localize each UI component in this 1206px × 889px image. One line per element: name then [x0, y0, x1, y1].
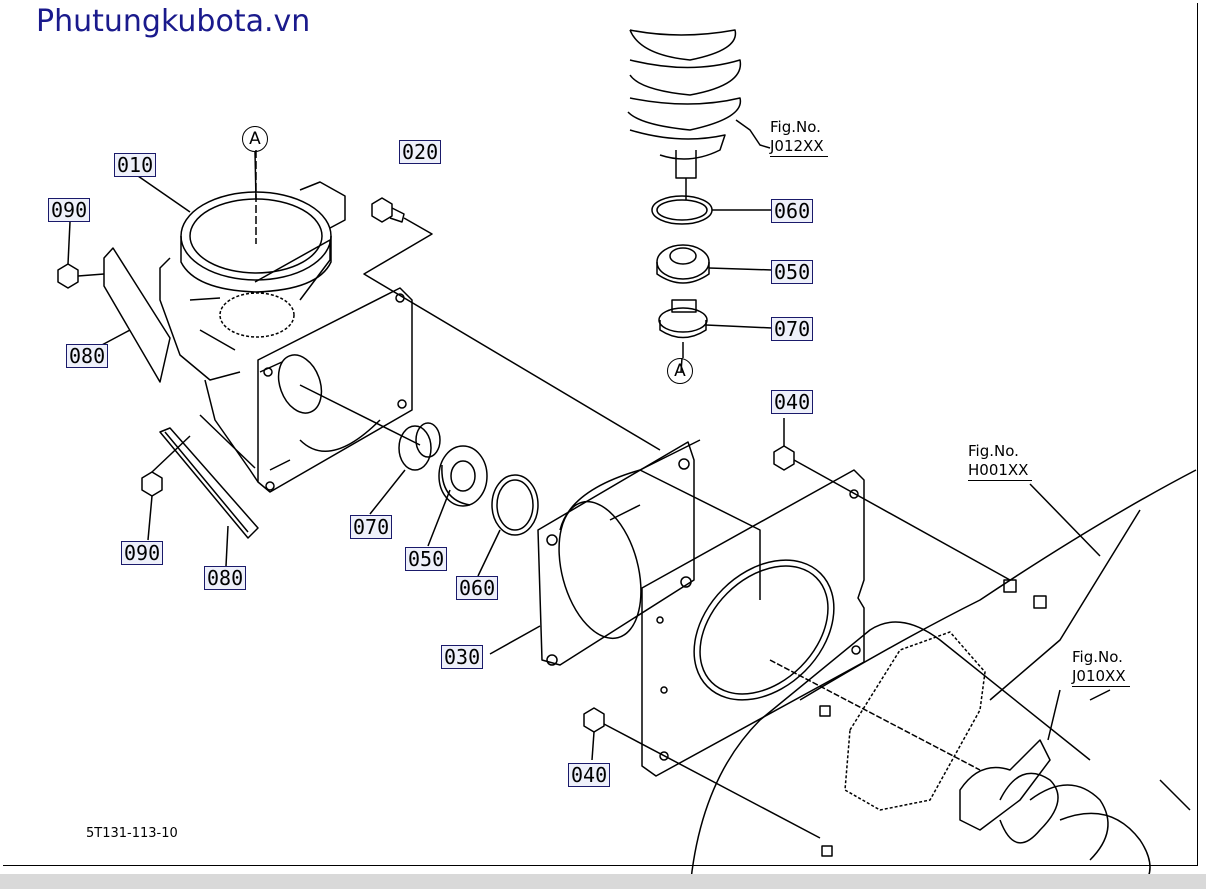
- fig-ref-code: H001XX: [968, 461, 1033, 481]
- intermediate-case: [537, 439, 865, 777]
- part-label-050-left[interactable]: 050: [405, 547, 448, 571]
- snap-ring-left: [491, 474, 539, 536]
- part-label-020[interactable]: 020: [399, 140, 442, 164]
- bottom-bar: [0, 874, 1206, 889]
- part-label-010[interactable]: 010: [114, 153, 157, 177]
- reference-marker-a-top: A: [242, 126, 268, 152]
- part-label-040-upper[interactable]: 040: [771, 390, 814, 414]
- taper-bearing-right: [658, 299, 773, 358]
- part-label-060-left[interactable]: 060: [456, 576, 499, 600]
- part-label-070-left[interactable]: 070: [350, 515, 393, 539]
- ball-bearing-left: [438, 445, 488, 507]
- diagram-code: 5T131-113-10: [86, 826, 178, 841]
- part-label-090-upper[interactable]: 090: [48, 198, 91, 222]
- fig-ref-code: J012XX: [770, 137, 828, 157]
- part-label-080-upper[interactable]: 080: [66, 344, 109, 368]
- bolt-020: [363, 197, 661, 451]
- snap-ring-right: [651, 195, 772, 225]
- gasket-plates: [103, 247, 259, 539]
- fig-ref-code: J010XX: [1072, 667, 1130, 687]
- fig-ref-title: Fig.No.: [770, 118, 821, 136]
- fig-ref-h001[interactable]: Fig.No. H001XX: [968, 442, 1033, 481]
- diagram-frame: [3, 3, 1198, 866]
- part-label-060-right[interactable]: 060: [771, 199, 814, 223]
- part-label-090-lower[interactable]: 090: [121, 541, 164, 565]
- part-label-080-lower[interactable]: 080: [204, 566, 247, 590]
- fig-ref-title: Fig.No.: [968, 442, 1019, 460]
- fig-ref-j010[interactable]: Fig.No. J010XX: [1072, 648, 1130, 687]
- ball-bearing-right: [656, 244, 773, 284]
- taper-bearing-left: [299, 384, 441, 471]
- bolts-090: [57, 263, 191, 497]
- callout-lines: [67, 151, 1111, 761]
- part-label-070-right[interactable]: 070: [771, 317, 814, 341]
- bolts-040: [583, 418, 1047, 857]
- part-label-040-lower[interactable]: 040: [568, 763, 611, 787]
- auger-shaft-top: [627, 29, 771, 200]
- site-title[interactable]: Phutungkubota.vn: [36, 4, 311, 39]
- auger-lower-right: [689, 469, 1197, 889]
- fig-ref-title: Fig.No.: [1072, 648, 1123, 666]
- reference-marker-a-bottom: A: [667, 358, 693, 384]
- part-label-050-right[interactable]: 050: [771, 260, 814, 284]
- fig-ref-j012[interactable]: Fig.No. J012XX: [770, 118, 828, 157]
- part-label-030[interactable]: 030: [441, 645, 484, 669]
- gear-housing: [159, 150, 413, 493]
